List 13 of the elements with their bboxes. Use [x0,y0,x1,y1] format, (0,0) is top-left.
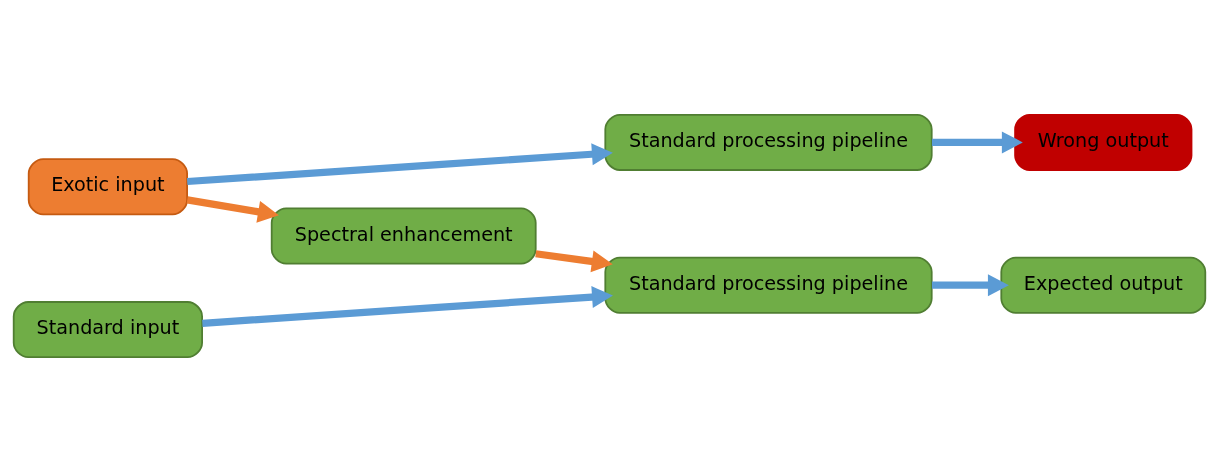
node-box: Standard processing pipeline [604,113,933,171]
node-box: Expected output [1000,256,1207,314]
node-box: Wrong output [1014,113,1193,171]
arrow [535,249,613,272]
node-box: Exotic input [27,157,188,215]
node-box: Standard processing pipeline [604,256,933,314]
arrow [186,142,613,185]
arrow [932,273,1009,296]
node-box: Spectral enhancement [270,207,537,264]
arrow [932,130,1023,153]
arrow [202,285,613,327]
node-box: Standard input [12,300,203,358]
arrow [186,195,279,223]
